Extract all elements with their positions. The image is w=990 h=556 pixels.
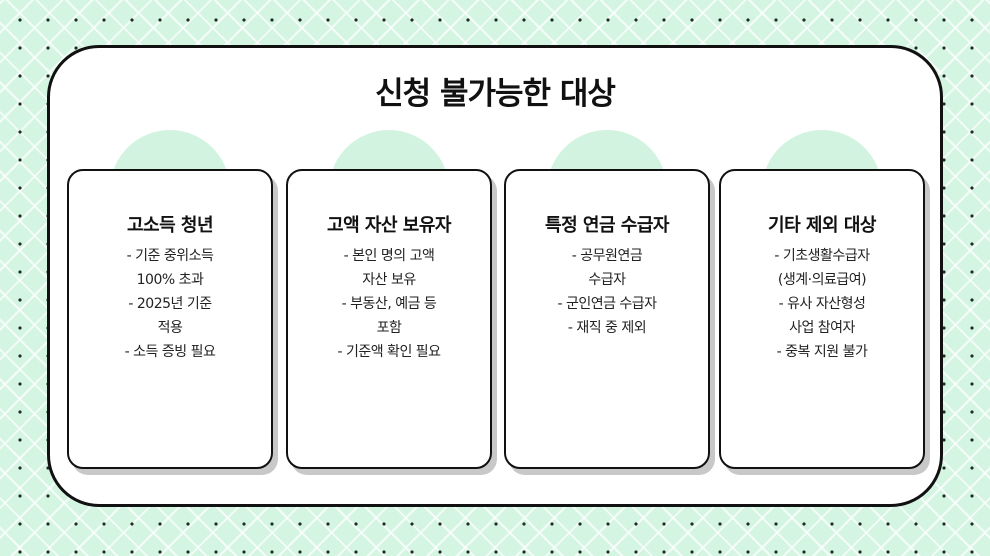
card-body: - 기준 중위소득 100% 초과 - 2025년 기준 적용 - 소득 증빙 … (77, 244, 263, 364)
card-high-income-youth: 고소득 청년 - 기준 중위소득 100% 초과 - 2025년 기준 적용 -… (67, 130, 278, 475)
card-line: - 공무원연금 (571, 248, 643, 264)
card-line: - 중복 지원 불가 (776, 344, 868, 360)
card-line: 100% 초과 (136, 272, 204, 288)
card-line: - 군인연금 수급자 (557, 296, 657, 312)
card-line: (생계·의료급여) (777, 272, 867, 288)
card-line: 적용 (157, 320, 183, 336)
card: 기타 제외 대상 - 기초생활수급자 (생계·의료급여) - 유사 자산형성 사… (719, 169, 925, 469)
card-pension-recipient: 특정 연금 수급자 - 공무원연금 수급자 - 군인연금 수급자 - 재직 중 … (504, 130, 715, 475)
card-line: 자산 보유 (362, 272, 416, 288)
card: 고소득 청년 - 기준 중위소득 100% 초과 - 2025년 기준 적용 -… (67, 169, 273, 469)
card-line: - 유사 자산형성 (778, 296, 866, 312)
card-other-exclusions: 기타 제외 대상 - 기초생활수급자 (생계·의료급여) - 유사 자산형성 사… (719, 130, 930, 475)
card-title: 특정 연금 수급자 (545, 215, 669, 236)
card-body: - 본인 명의 고액 자산 보유 - 부동산, 예금 등 포함 - 기준액 확인… (296, 244, 482, 364)
card-body: - 기초생활수급자 (생계·의료급여) - 유사 자산형성 사업 참여자 - 중… (729, 244, 915, 364)
card-title: 고액 자산 보유자 (327, 215, 451, 236)
card-line: - 본인 명의 고액 (343, 248, 435, 264)
card: 고액 자산 보유자 - 본인 명의 고액 자산 보유 - 부동산, 예금 등 포… (286, 169, 492, 469)
card-line: - 기준액 확인 필요 (337, 344, 441, 360)
card-body: - 공무원연금 수급자 - 군인연금 수급자 - 재직 중 제외 (514, 244, 700, 340)
card-line: 수급자 (588, 272, 626, 288)
card-line: - 기준 중위소득 (126, 248, 214, 264)
card-line: 사업 참여자 (789, 320, 855, 336)
card-line: - 2025년 기준 (128, 296, 212, 312)
card-title: 고소득 청년 (126, 215, 214, 236)
card-line: - 소득 증빙 필요 (124, 344, 216, 360)
page-title: 신청 불가능한 대상 (375, 76, 616, 112)
card: 특정 연금 수급자 - 공무원연금 수급자 - 군인연금 수급자 - 재직 중 … (504, 169, 710, 469)
card-line: - 부동산, 예금 등 (341, 296, 437, 312)
card-high-asset-holder: 고액 자산 보유자 - 본인 명의 고액 자산 보유 - 부동산, 예금 등 포… (286, 130, 497, 475)
card-line: 포함 (376, 320, 402, 336)
card-line: - 기초생활수급자 (774, 248, 870, 264)
card-title: 기타 제외 대상 (768, 215, 876, 236)
card-line: - 재직 중 제외 (567, 320, 647, 336)
